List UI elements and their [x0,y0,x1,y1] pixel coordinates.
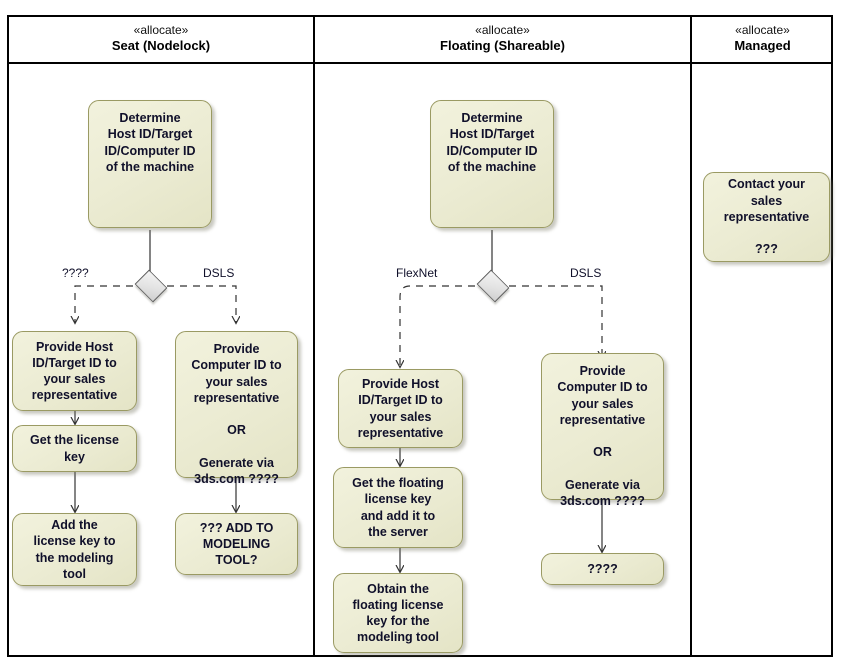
lane-header-seat-nodelock: «allocate» Seat (Nodelock) [9,17,313,61]
decision-node-floating[interactable] [475,269,510,303]
swimlane-frame [7,15,833,657]
activity-provide-host-id-seat[interactable]: Provide Host ID/Target ID to your sales … [12,331,137,411]
activity-contact-sales-representative[interactable]: Contact your sales representative ??? [703,172,830,262]
activity-get-floating-license-key[interactable]: Get the floating license key and add it … [333,467,463,548]
activity-provide-computer-id-floating[interactable]: Provide Computer ID to your sales repres… [541,353,664,508]
activity-determine-seat[interactable]: Determine Host ID/Target ID/Computer ID … [88,100,212,228]
lane-divider-2 [690,15,692,657]
activity-add-to-modeling-tool-question[interactable]: ??? ADD TO MODELING TOOL? [175,513,298,575]
activity-provide-host-id-floating[interactable]: Provide Host ID/Target ID to your sales … [338,369,463,448]
activity-get-license-key[interactable]: Get the license key [12,425,137,472]
guard-label-seat-right: DSLS [203,266,235,280]
lane-stereotype: «allocate» [133,23,189,38]
activity-provide-computer-id-seat[interactable]: Provide Computer ID to your sales repres… [175,331,298,486]
activity-add-license-key-modeling-tool[interactable]: Add the license key to the modeling tool [12,513,137,586]
guard-label-floating-left: FlexNet [396,266,438,280]
guard-label-floating-right: DSLS [570,266,602,280]
lane-title: Seat (Nodelock) [111,38,211,54]
activity-unknown-floating[interactable]: ???? [541,553,664,585]
guard-label-seat-left: ???? [62,266,89,280]
activity-determine-floating[interactable]: Determine Host ID/Target ID/Computer ID … [430,100,554,228]
lane-title: Managed [734,38,791,54]
lane-title: Floating (Shareable) [440,38,565,54]
activity-obtain-floating-license-key[interactable]: Obtain the floating license key for the … [333,573,463,653]
lane-stereotype: «allocate» [735,23,790,38]
lane-stereotype: «allocate» [475,23,530,38]
decision-node-seat[interactable] [133,269,168,303]
lane-header-floating-shareable: «allocate» Floating (Shareable) [315,17,690,61]
lane-header-managed: «allocate» Managed [692,17,833,61]
lane-divider-1 [313,15,315,657]
lane-header-rule [7,62,833,64]
